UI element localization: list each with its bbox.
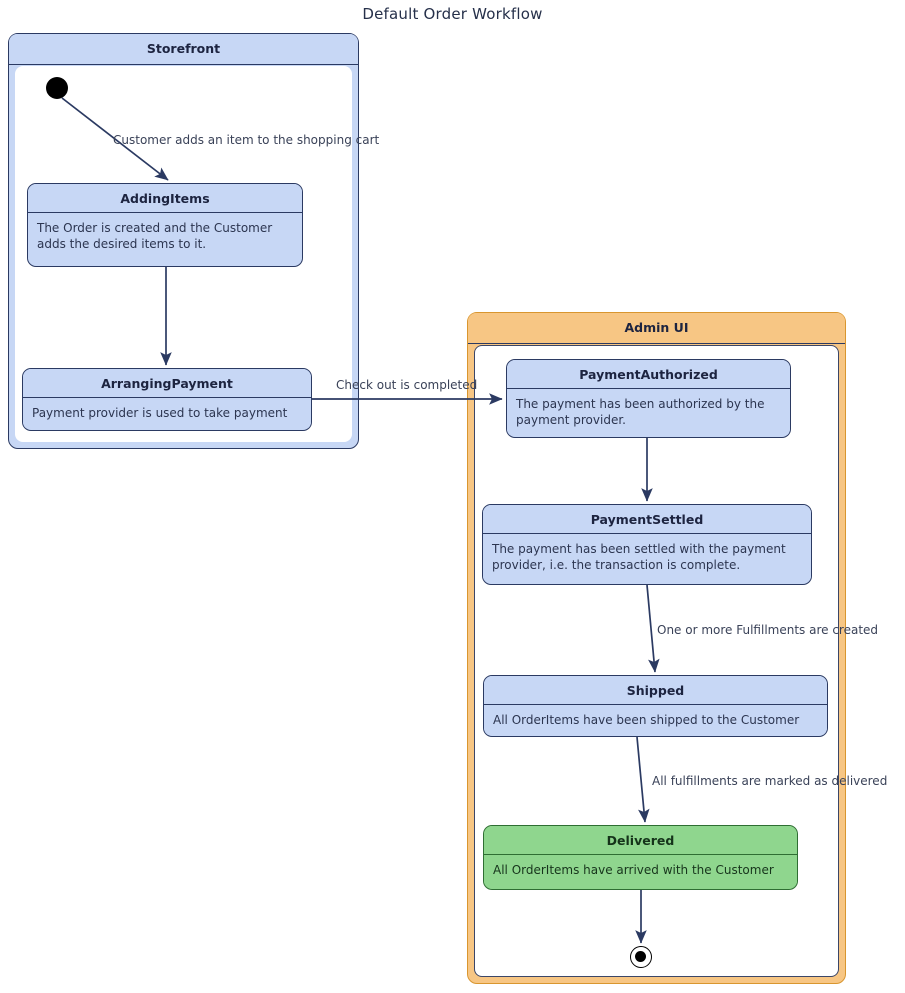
state-delivered-description: All OrderItems have arrived with the Cus… — [484, 855, 797, 885]
state-payment-settled-name: PaymentSettled — [483, 505, 811, 534]
final-state-marker — [630, 946, 652, 968]
state-delivered-name: Delivered — [484, 826, 797, 855]
composite-state-admin-ui-label: Admin UI — [468, 313, 845, 344]
composite-state-storefront-label: Storefront — [9, 34, 358, 65]
state-payment-authorized-description: The payment has been authorized by the p… — [507, 389, 790, 435]
state-delivered[interactable]: Delivered All OrderItems have arrived wi… — [483, 825, 798, 890]
state-adding-items-name: AddingItems — [28, 184, 302, 213]
transition-label-check-out-completed: Check out is completed — [336, 378, 478, 392]
state-shipped-description: All OrderItems have been shipped to the … — [484, 705, 827, 735]
page-title: Default Order Workflow — [362, 5, 543, 23]
state-shipped-name: Shipped — [484, 676, 827, 705]
state-shipped[interactable]: Shipped All OrderItems have been shipped… — [483, 675, 828, 737]
state-arranging-payment-description: Payment provider is used to take payment — [23, 398, 311, 428]
transition-label-customer-adds-item: Customer adds an item to the shopping ca… — [113, 133, 380, 147]
transition-label-fulfillments-created: One or more Fulfillments are created — [657, 623, 879, 637]
state-payment-authorized[interactable]: PaymentAuthorized The payment has been a… — [506, 359, 791, 438]
state-arranging-payment-name: ArrangingPayment — [23, 369, 311, 398]
transition-label-fulfillments-delivered: All fulfillments are marked as delivered — [652, 774, 888, 788]
state-payment-authorized-name: PaymentAuthorized — [507, 360, 790, 389]
initial-state-marker — [46, 77, 68, 99]
state-adding-items[interactable]: AddingItems The Order is created and the… — [27, 183, 303, 267]
state-arranging-payment[interactable]: ArrangingPayment Payment provider is use… — [22, 368, 312, 431]
state-adding-items-description: The Order is created and the Customer ad… — [28, 213, 302, 259]
state-payment-settled-description: The payment has been settled with the pa… — [483, 534, 811, 580]
state-payment-settled[interactable]: PaymentSettled The payment has been sett… — [482, 504, 812, 585]
